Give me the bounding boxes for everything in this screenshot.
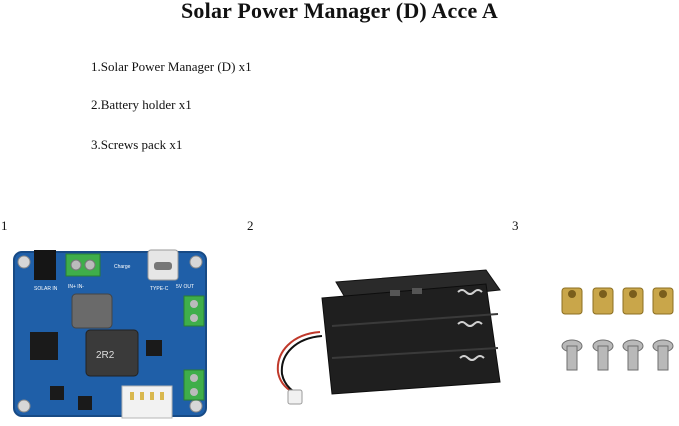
figure-label-2: 2	[247, 218, 254, 233]
battery-holder-image	[276, 269, 501, 405]
board-label-5v-out: 5V OUT	[176, 284, 194, 290]
board-label-typec: TYPE-C	[150, 286, 169, 292]
solar-power-manager-board-image: SOLAR IN IN+ IN- Charge TYPE-C 5V OUT 2R…	[13, 249, 207, 419]
contents-item-2: 2.Battery holder x1	[91, 97, 192, 112]
page-title: Solar Power Manager (D) Acce A	[181, 0, 498, 23]
board-label-solar: SOLAR IN	[34, 286, 58, 292]
board-label-inductor: 2R2	[96, 350, 115, 361]
screws-pack-image	[561, 287, 674, 371]
figure-label-3: 3	[512, 218, 519, 233]
figure-label-1: 1	[1, 218, 8, 233]
board-label-charge: Charge	[114, 264, 131, 270]
contents-item-1: 1.Solar Power Manager (D) x1	[91, 59, 252, 74]
contents-item-3: 3.Screws pack x1	[91, 137, 183, 152]
board-label-inputs: IN+ IN-	[68, 284, 84, 290]
